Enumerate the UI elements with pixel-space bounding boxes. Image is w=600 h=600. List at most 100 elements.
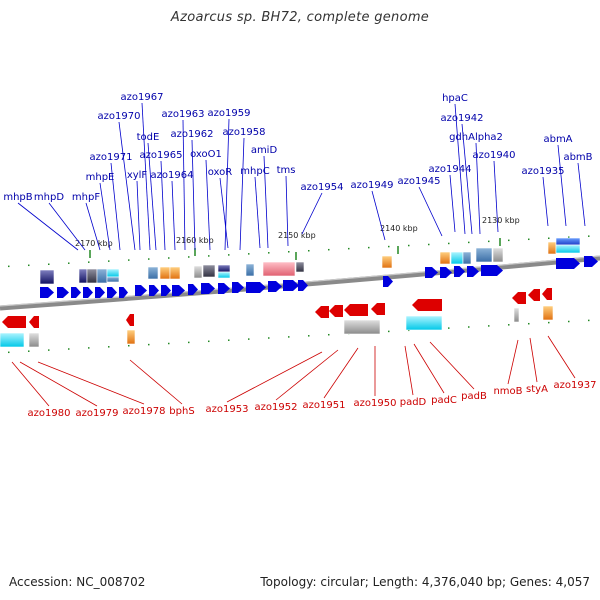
gene-label-bottom: padC bbox=[431, 395, 457, 406]
feature-block bbox=[106, 276, 120, 283]
leader-line bbox=[323, 347, 359, 399]
forward-gene-arrow bbox=[454, 266, 465, 277]
tick-dot bbox=[108, 260, 110, 262]
gene-label-bottom: styA bbox=[526, 384, 548, 395]
leader-line bbox=[19, 361, 98, 407]
gene-label-top: azo1962 bbox=[171, 129, 214, 140]
gene-label-top: azo1940 bbox=[473, 150, 516, 161]
leader-line bbox=[418, 186, 443, 237]
forward-gene-arrow bbox=[283, 280, 299, 291]
accession-text: Accession: NC_008702 bbox=[9, 575, 146, 589]
tick-dot bbox=[288, 251, 290, 253]
tick-dot bbox=[28, 350, 30, 352]
feature-block bbox=[343, 319, 381, 335]
forward-gene-arrow bbox=[119, 287, 128, 298]
tick-dot bbox=[528, 322, 530, 325]
tick-dot bbox=[168, 257, 170, 259]
tick-dot bbox=[448, 327, 450, 329]
gene-label-top: mhpE bbox=[86, 172, 115, 183]
forward-gene-arrow bbox=[268, 281, 282, 292]
feature-block bbox=[492, 247, 504, 263]
forward-gene-arrow bbox=[71, 287, 81, 298]
gene-label-top: azo1967 bbox=[121, 92, 164, 103]
tick-dot bbox=[188, 256, 190, 258]
forward-gene-arrow bbox=[40, 287, 54, 298]
reverse-gene-arrow bbox=[542, 288, 552, 300]
scale-label: 2130 kbp bbox=[482, 216, 520, 225]
leader-line bbox=[85, 202, 101, 251]
gene-label-top: mhpD bbox=[34, 192, 64, 203]
feature-block bbox=[405, 315, 443, 331]
feature-block bbox=[262, 261, 296, 277]
forward-gene-arrow bbox=[298, 280, 308, 291]
forward-gene-arrow bbox=[57, 287, 69, 298]
feature-block bbox=[462, 251, 472, 265]
gene-label-top: oxoO1 bbox=[190, 149, 222, 160]
leader-line bbox=[577, 162, 586, 227]
leader-line bbox=[226, 351, 323, 403]
feature-block bbox=[555, 244, 581, 254]
tick-dot bbox=[268, 252, 270, 254]
leader-line bbox=[475, 142, 481, 235]
gene-label-top: todE bbox=[137, 132, 160, 143]
gene-label-bottom: nmoB bbox=[493, 386, 522, 397]
leader-line bbox=[493, 160, 499, 233]
tick-dot bbox=[308, 249, 310, 252]
leader-line bbox=[254, 176, 261, 249]
tick-dot bbox=[388, 245, 390, 248]
scale-label: 2140 kbp bbox=[380, 224, 418, 233]
tick-dot bbox=[88, 347, 90, 349]
feature-block bbox=[0, 332, 25, 348]
leader-line bbox=[454, 103, 466, 235]
leader-line bbox=[99, 182, 111, 251]
gene-label-top: azo1959 bbox=[208, 108, 251, 119]
leader-line bbox=[219, 177, 229, 249]
gene-label-top: tms bbox=[277, 165, 296, 176]
leader-line bbox=[461, 123, 473, 235]
forward-gene-arrow bbox=[172, 285, 185, 296]
feature-block bbox=[202, 264, 216, 278]
gene-label-top: azo1935 bbox=[522, 166, 565, 177]
tick-dot bbox=[168, 342, 170, 345]
feature-block bbox=[555, 237, 581, 246]
gene-label-top: amiD bbox=[251, 145, 278, 156]
reverse-gene-arrow bbox=[329, 305, 343, 317]
forward-gene-arrow bbox=[425, 267, 438, 278]
gene-label-bottom: azo1953 bbox=[206, 404, 249, 415]
leader-line bbox=[542, 176, 549, 227]
reverse-gene-arrow bbox=[2, 316, 26, 328]
scale-label: 2170 kbp bbox=[75, 239, 113, 248]
tick-dot bbox=[28, 264, 30, 267]
tick-dot bbox=[388, 330, 390, 333]
reverse-gene-arrow bbox=[126, 314, 134, 326]
tick-dot bbox=[428, 243, 430, 246]
reverse-gene-arrow bbox=[371, 303, 385, 315]
tick-dot bbox=[228, 339, 230, 341]
leader-line bbox=[48, 202, 86, 251]
tick-dot bbox=[328, 333, 330, 336]
forward-gene-arrow bbox=[440, 267, 452, 278]
gene-label-top: azo1945 bbox=[398, 176, 441, 187]
gene-label-top: abmB bbox=[563, 152, 592, 163]
leader-line bbox=[285, 175, 289, 247]
feature-block bbox=[147, 266, 159, 280]
feature-block bbox=[28, 332, 40, 348]
feature-block bbox=[217, 271, 231, 279]
forward-gene-arrow bbox=[246, 282, 266, 293]
leader-line bbox=[110, 162, 121, 251]
forward-gene-arrow bbox=[467, 266, 479, 277]
leader-line bbox=[239, 137, 245, 251]
gene-track bbox=[2, 256, 598, 328]
tick-dot bbox=[468, 326, 470, 328]
tick-dot bbox=[508, 239, 510, 242]
leader-line bbox=[11, 361, 50, 407]
tick-dot bbox=[308, 335, 310, 337]
gene-label-top: azo1944 bbox=[429, 164, 472, 175]
leader-line bbox=[141, 102, 151, 251]
tick-dot bbox=[208, 340, 210, 343]
feature-block bbox=[450, 251, 464, 265]
gene-label-top: azo1965 bbox=[140, 150, 183, 161]
feature-block bbox=[126, 329, 136, 345]
leader-line bbox=[404, 345, 414, 396]
reverse-gene-arrow bbox=[29, 316, 39, 328]
